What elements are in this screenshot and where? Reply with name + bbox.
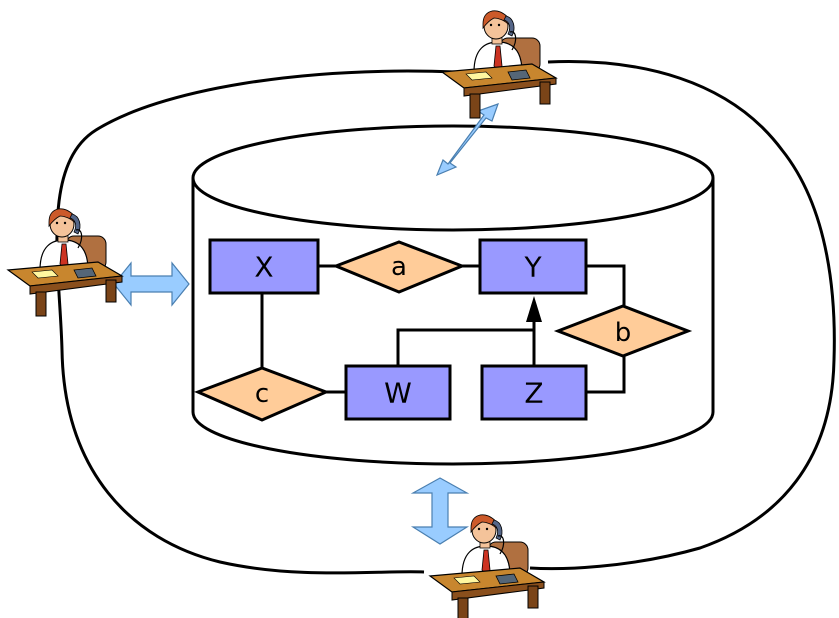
access-arrow-top: [435, 103, 499, 177]
relationship-b-label: b: [615, 318, 632, 348]
arrowhead-to-y: [526, 296, 542, 322]
entity-y: Y: [478, 238, 588, 295]
link-y-b: [586, 264, 626, 306]
relationship-c: c: [194, 366, 330, 422]
entity-w-label: W: [384, 377, 412, 410]
entity-y-label: Y: [523, 251, 542, 284]
person-on-phone-at-desk-icon: [7, 208, 123, 317]
person-on-phone-at-desk-icon: [441, 10, 557, 119]
outer-ring: [55, 60, 836, 575]
relationship-c-label: c: [255, 379, 269, 409]
entity-z-label: Z: [524, 377, 543, 410]
link-w-y: [396, 328, 534, 366]
entity-z: Z: [480, 364, 588, 421]
link-z-b: [586, 356, 626, 394]
entity-x: X: [208, 238, 320, 295]
relationship-a-label: a: [391, 252, 407, 282]
user-left: [7, 208, 123, 317]
relationship-a: a: [331, 240, 467, 294]
relationship-b: b: [553, 304, 693, 358]
entity-x-label: X: [254, 251, 273, 284]
access-arrow-left: [113, 261, 190, 307]
user-top: [441, 10, 557, 119]
entity-w: W: [344, 364, 452, 421]
access-arrow-bottom: [410, 477, 470, 545]
